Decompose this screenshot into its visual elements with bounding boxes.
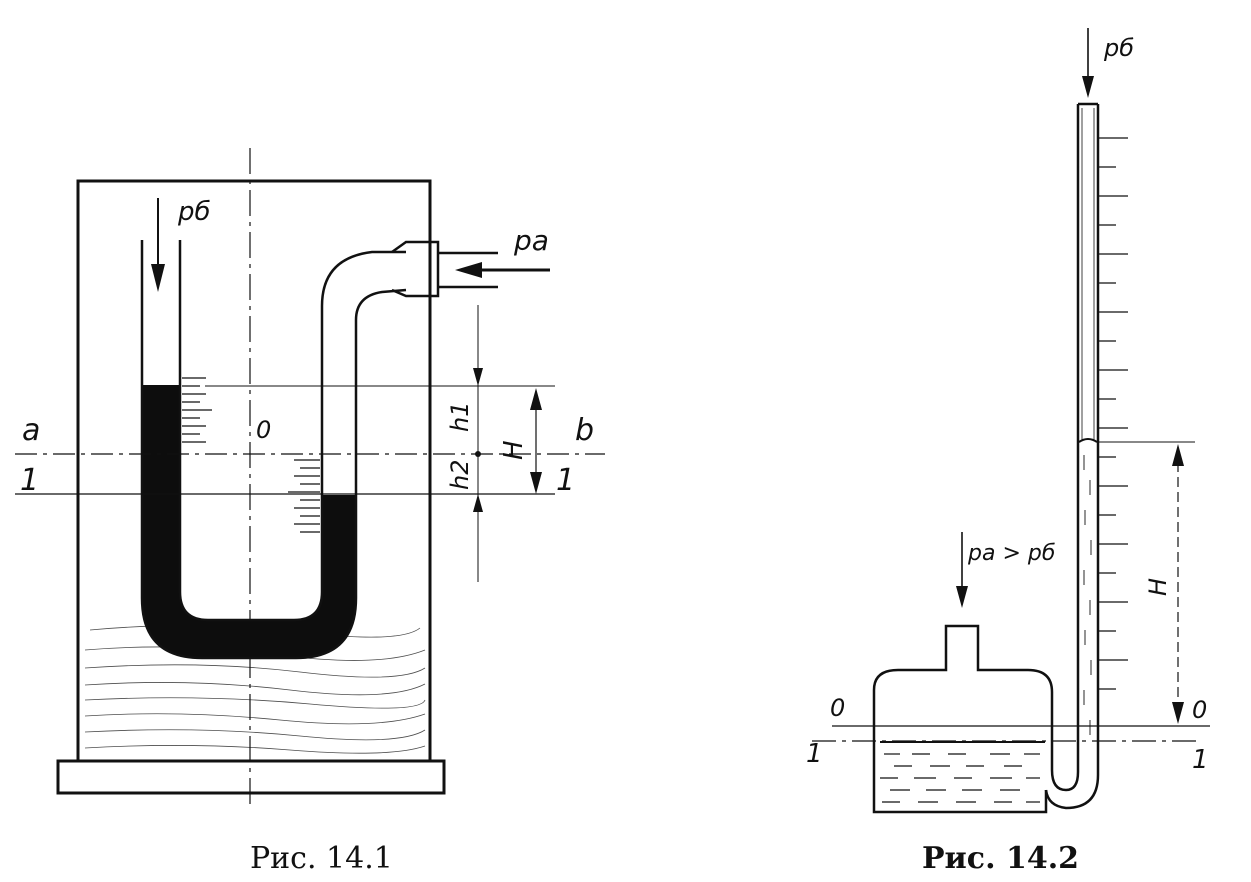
label-1-left: 1	[20, 463, 39, 498]
figure-14-2: pб pa > pб H 0 0 1 1 Рис. 14.2	[806, 28, 1210, 876]
label-H-1: H	[499, 440, 529, 460]
label-a: a	[22, 413, 40, 448]
H-arrow-top	[530, 388, 542, 410]
caption-14-1: Рис. 14.1	[250, 841, 393, 876]
pa-arrow-head	[455, 262, 482, 278]
reservoir-bottom	[872, 720, 1048, 814]
h1-arrow	[473, 368, 483, 386]
label-h2: h2	[446, 460, 474, 490]
scale-right	[288, 459, 320, 533]
tube-bend-outer	[1044, 774, 1100, 810]
tube-scale	[1098, 137, 1128, 690]
pa2-arrow-head	[956, 586, 968, 608]
label-1-left-fig2: 1	[806, 739, 823, 769]
caption-14-2: Рис. 14.2	[922, 841, 1079, 876]
H2-arrow-top	[1172, 444, 1184, 466]
label-H-2: H	[1144, 578, 1172, 596]
scale-left	[182, 377, 212, 443]
tube-bend-inner	[1050, 735, 1080, 792]
u-tube-inner	[178, 240, 406, 622]
u-tube-outer	[140, 240, 407, 660]
label-1-right-fig2: 1	[1192, 745, 1209, 775]
tube-fitting	[391, 240, 440, 298]
meniscus	[1078, 438, 1098, 443]
label-pa-1: pa	[513, 224, 549, 257]
h2-arrow	[473, 494, 483, 512]
label-pa-gt-pb: pa > pб	[967, 541, 1055, 566]
label-pb-2: pб	[1103, 34, 1134, 62]
tube-liquid-hatch	[1083, 455, 1092, 735]
pb-arrow-head	[151, 264, 165, 292]
vessel-base	[56, 759, 446, 795]
pb2-arrow-head	[1082, 76, 1094, 98]
h-dot	[475, 451, 481, 457]
H-arrow-bottom	[530, 472, 542, 494]
u-tube-liquid	[142, 385, 356, 658]
label-pb-1: pб	[177, 197, 211, 227]
label-0-left: 0	[830, 694, 845, 722]
label-h1: h1	[446, 402, 474, 432]
reservoir-liquid	[880, 741, 1045, 803]
label-o-1: 0	[256, 416, 271, 444]
label-b: b	[575, 413, 594, 448]
vessel-body	[76, 179, 432, 763]
reservoir	[872, 624, 1054, 735]
vessel-texture	[84, 625, 426, 754]
label-1-right: 1	[556, 463, 575, 498]
figure-14-1: pб pa 0 a b 1 1 h1 h2 H Рис. 14.1	[15, 148, 605, 876]
H2-arrow-bottom	[1172, 702, 1184, 724]
label-0-right: 0	[1192, 696, 1207, 724]
